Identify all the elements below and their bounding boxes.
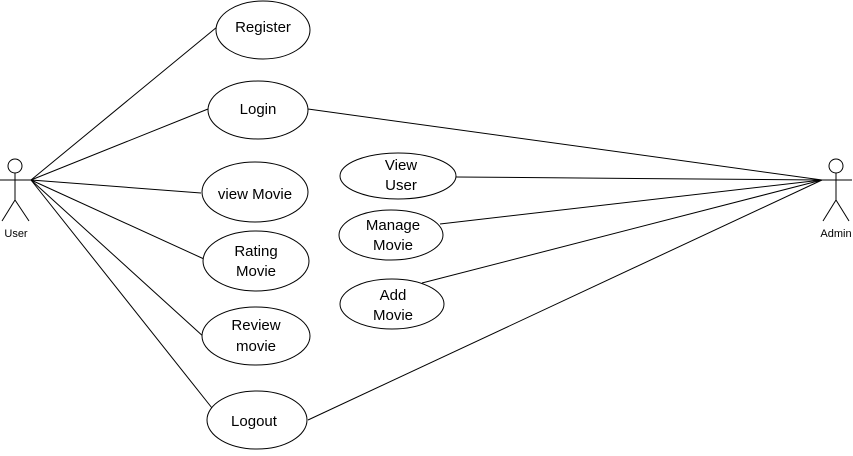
assoc-user-rating-movie [30,179,205,260]
use-case-view-movie-label: view Movie [218,186,292,203]
assoc-user-login [30,108,209,181]
actor-user-label: User [4,228,28,240]
use-case-logout-label: Logout [231,413,278,430]
use-case-review-movie[interactable]: Review movie [201,306,311,366]
use-case-add-movie[interactable]: Add Movie [339,278,445,330]
assoc-user-register [30,26,218,181]
assoc-admin-manage-movie [439,179,823,225]
assoc-user-review-movie [30,179,206,339]
assoc-admin-add-movie [421,179,823,284]
use-case-login-label: Login [240,101,277,118]
assoc-admin-view-user [455,176,823,181]
use-case-register-label: Register [235,19,291,36]
actor-admin-label: Admin [820,228,851,240]
use-case-login[interactable]: Login [207,80,309,140]
use-case-rating-movie-label-line1: Rating [234,243,277,260]
admin-associations [307,108,823,421]
use-case-add-movie-label-line1: Add [380,287,407,304]
use-case-logout[interactable]: Logout [206,390,308,450]
assoc-user-logout [30,179,213,409]
admin-stick-figure-icon [822,158,852,222]
assoc-user-view-movie [30,179,202,194]
actor-admin[interactable]: Admin [820,158,852,240]
use-case-manage-movie[interactable]: Manage Movie [338,209,444,261]
use-case-add-movie-label-line2: Movie [373,307,413,324]
use-case-register[interactable]: Register [215,0,311,60]
user-associations [30,26,218,409]
use-case-view-user-label-line2: User [385,177,417,194]
use-case-rating-movie[interactable]: Rating Movie [202,230,310,292]
assoc-admin-logout [307,179,823,421]
use-case-manage-movie-label-line1: Manage [366,217,420,234]
use-case-manage-movie-label-line2: Movie [373,237,413,254]
use-case-view-user-label-line1: View [385,157,417,174]
user-stick-figure-icon [0,158,31,222]
use-case-review-movie-label-line1: Review [231,317,280,334]
use-case-rating-movie-label-line2: Movie [236,263,276,280]
use-case-view-movie[interactable]: view Movie [201,161,309,223]
use-case-view-user[interactable]: View User [339,152,457,200]
actor-user[interactable]: User [0,158,31,240]
assoc-admin-login [307,108,823,181]
use-case-review-movie-label-line2: movie [236,338,276,355]
